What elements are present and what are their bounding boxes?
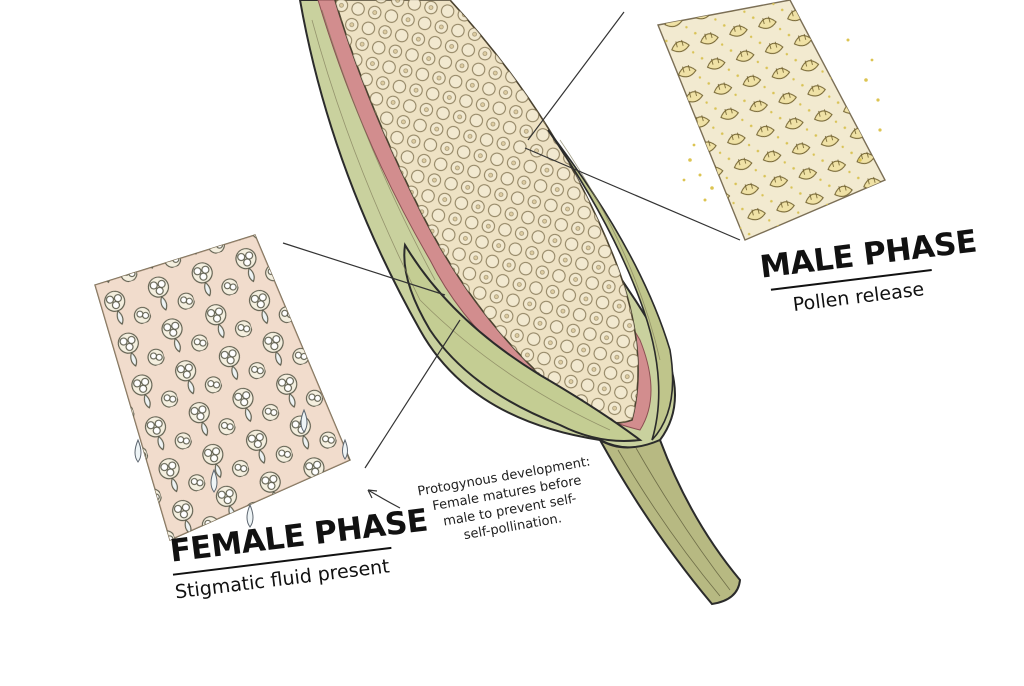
leader-lines (282, 11, 741, 469)
stalk-lines (617, 447, 731, 597)
male-phase-closeup (657, 0, 886, 241)
leader-male-top (527, 11, 625, 141)
spadix-florets (335, 0, 639, 423)
peduncle-stalk (597, 437, 742, 606)
spathe-right-edge (547, 129, 674, 441)
female-phase-closeup (94, 234, 351, 541)
note-arrow (367, 489, 401, 509)
spathe-front-fold (403, 242, 643, 442)
leader-male-bottom (524, 147, 741, 241)
stigmatic-droplets (134, 408, 348, 528)
leader-female-top (282, 242, 446, 296)
female-florets (95, 235, 350, 540)
male-florets (658, 0, 885, 240)
spathe-veins (311, 9, 661, 431)
pollen-grains (682, 38, 882, 202)
spathe-and-spadix (298, 0, 742, 606)
leader-female-bottom (364, 319, 461, 469)
